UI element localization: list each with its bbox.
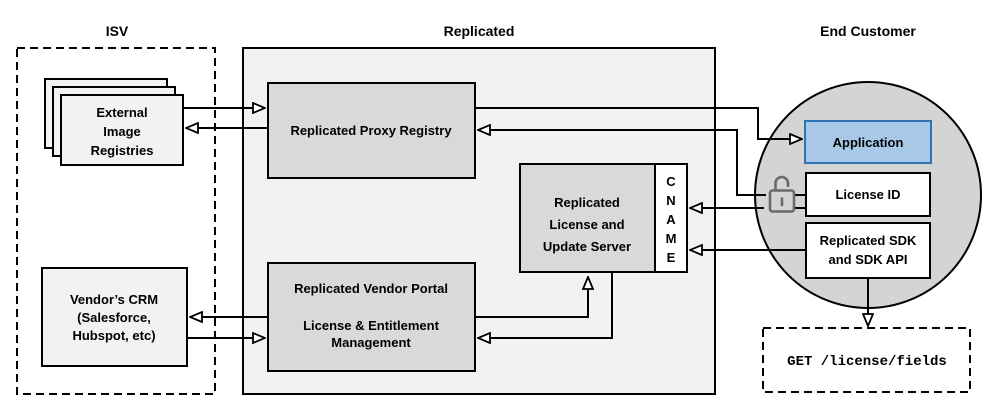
- proxy-registry-node: Replicated Proxy Registry: [267, 82, 476, 179]
- arrow-proxy-to-application: [475, 107, 802, 139]
- update-server-label-line2: License and: [549, 217, 624, 232]
- proxy-registry-label: Replicated Proxy Registry: [290, 123, 452, 138]
- replicated-sdk-node: Replicated SDK and SDK API: [805, 222, 931, 279]
- application-label: Application: [833, 135, 904, 150]
- crm-label-line1: Vendor’s CRM: [70, 292, 158, 307]
- license-update-server-node: Replicated License and Update Server C N…: [519, 163, 688, 273]
- cname-letter-m: M: [666, 231, 677, 246]
- update-server-label-line1: Replicated: [554, 195, 620, 210]
- replicated-section-title: Replicated: [444, 23, 515, 39]
- vendors-crm-box: [41, 267, 188, 367]
- get-endpoint-node: GET /license/fields: [762, 327, 971, 393]
- sdk-label-line2: and SDK API: [829, 252, 908, 267]
- proxy-registry-box: [267, 82, 476, 179]
- vendor-portal-box: [267, 262, 476, 372]
- cname-letter-e: E: [667, 250, 676, 265]
- license-id-node: License ID: [805, 172, 931, 217]
- vendors-crm-node: Vendor’s CRM (Salesforce, Hubspot, etc): [41, 267, 188, 367]
- application-node: Application: [804, 120, 932, 164]
- vendor-portal-node: Replicated Vendor Portal License & Entit…: [267, 262, 476, 372]
- registries-label-line1: External: [96, 105, 147, 120]
- get-endpoint-box: [762, 327, 971, 393]
- cname-strip: [654, 163, 688, 273]
- crm-label-line3: Hubspot, etc): [72, 328, 155, 343]
- arrow-portal-to-update-server: [475, 277, 588, 318]
- license-update-server-box: [519, 163, 656, 273]
- application-box: [804, 120, 932, 164]
- vendor-portal-label-line2: License & Entitlement: [303, 318, 439, 333]
- vendor-portal-label-line3: Management: [331, 335, 411, 350]
- update-server-label-line3: Update Server: [543, 239, 631, 254]
- registries-label-line3: Registries: [91, 143, 154, 158]
- arrow-license-id-to-proxy: [478, 130, 766, 196]
- isv-section-title: ISV: [106, 23, 129, 39]
- registries-label-line2: Image: [103, 124, 141, 139]
- get-endpoint-label: GET /license/fields: [787, 354, 947, 370]
- crm-label-line2: (Salesforce,: [77, 310, 151, 325]
- replicated-sdk-box: [805, 222, 931, 279]
- external-image-registries-node: External Image Registries: [44, 78, 184, 166]
- cname-letter-a: A: [666, 212, 676, 227]
- license-id-label: License ID: [835, 187, 900, 202]
- cname-letter-n: N: [666, 193, 675, 208]
- vendor-portal-label-line1: Replicated Vendor Portal: [294, 281, 448, 296]
- sdk-label-line1: Replicated SDK: [820, 233, 917, 248]
- end-customer-section-title: End Customer: [820, 23, 916, 39]
- cname-letter-c: C: [666, 174, 676, 189]
- unlock-icon: [768, 175, 796, 213]
- arrow-update-server-to-portal: [478, 272, 613, 338]
- registries-stack-front: [60, 94, 184, 166]
